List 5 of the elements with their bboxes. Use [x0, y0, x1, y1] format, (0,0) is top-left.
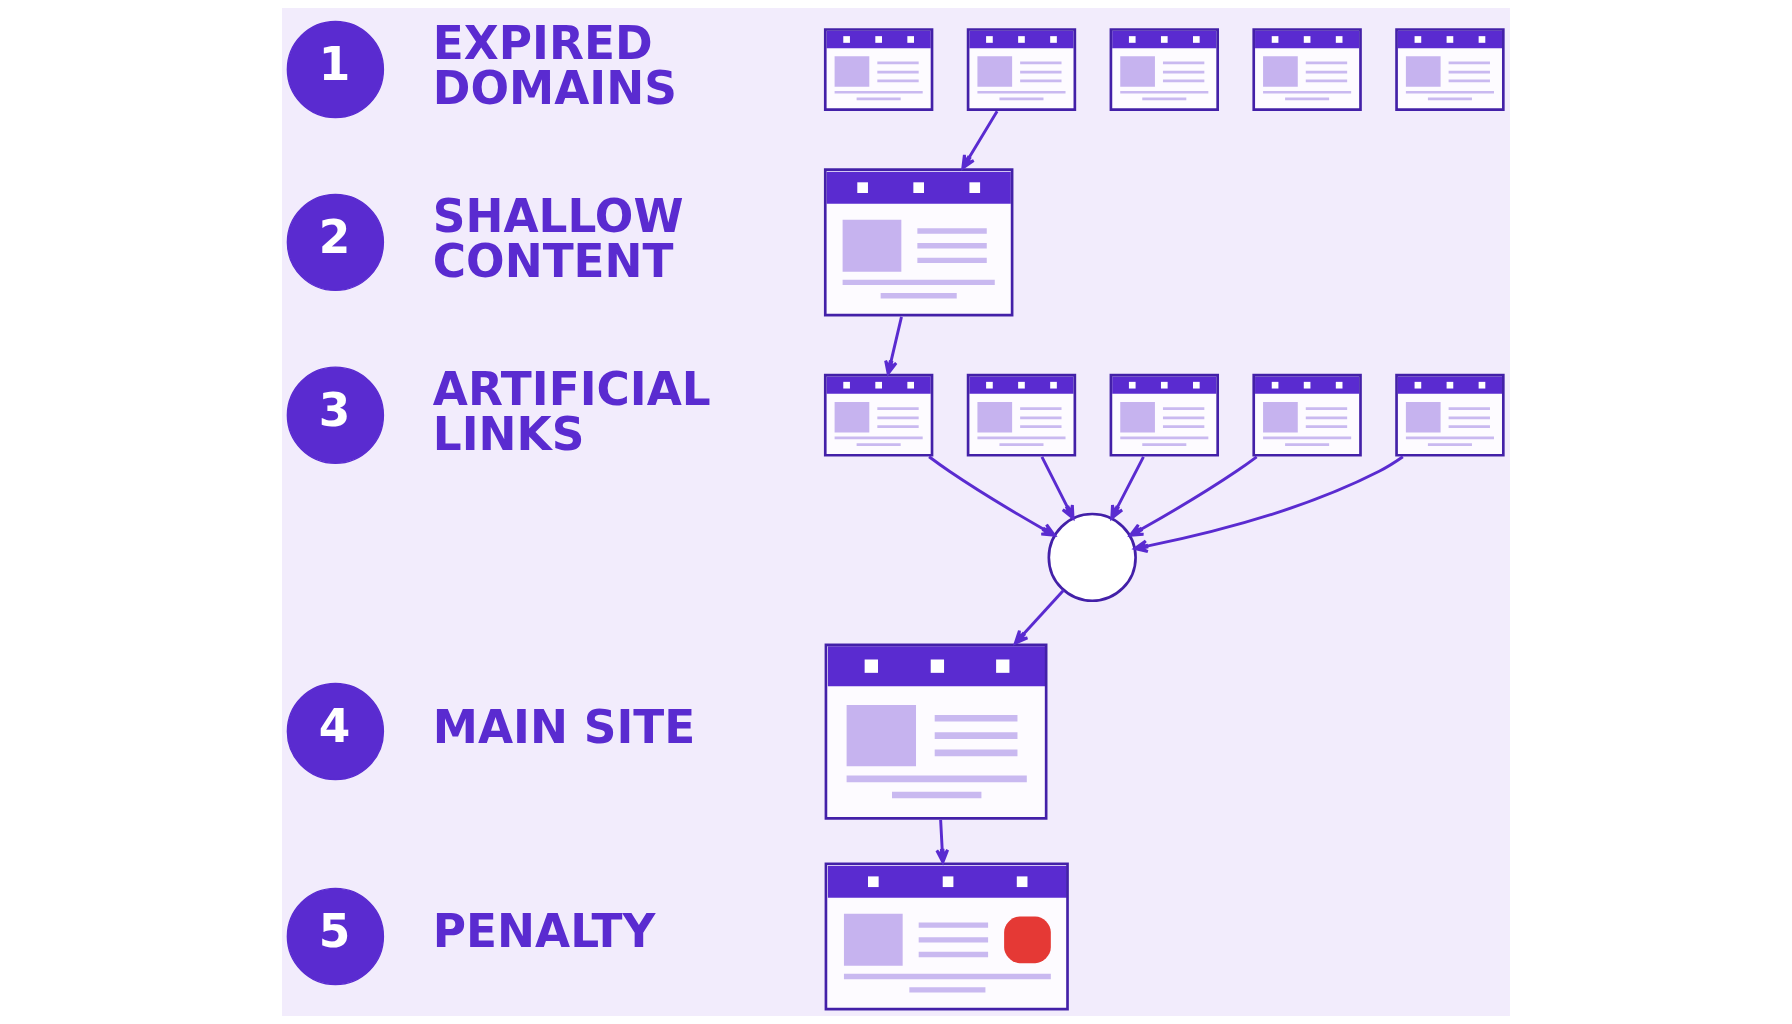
node-label: SHALLOW CONTENT [432, 189, 684, 289]
node-label: PENALTY [432, 905, 656, 959]
node-label: ARTIFICIAL LINKS [432, 362, 711, 462]
node-label: MAIN SITE [432, 700, 696, 754]
node-label: EXPIRED DOMAINS [432, 17, 677, 116]
